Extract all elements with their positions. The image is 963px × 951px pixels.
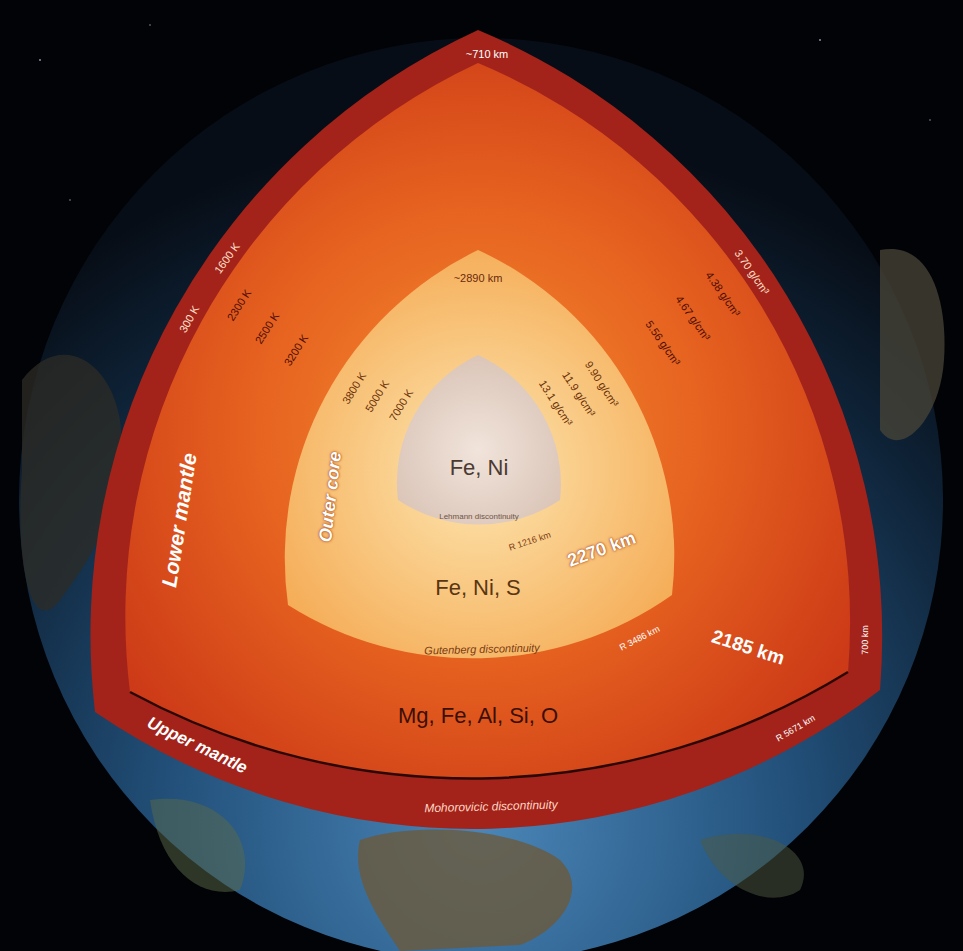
discontinuity-label: Lehmann discontinuity [439,513,519,522]
outer-core-layer: Outer coreFe, Ni, SFe, Ni [282,247,677,661]
density-label: 3.70 g/cm³ [733,247,773,297]
lower-mantle-layer: Lower mantleMg, Fe, Al, Si, OOuter coreF… [123,60,853,781]
density-label: 4.38 g/cm³ [703,269,743,319]
discontinuity-label: Mohorovicic discontinuity [425,799,559,816]
radius-label: R 1216 km [508,531,552,554]
density-label: 5.56 g/cm³ [643,318,683,368]
density-label: 4.67 g/cm³ [673,294,713,344]
temperature-label: 5000 K [363,378,392,414]
depth-label: ~710 km [466,48,509,60]
composition-label: Mg, Fe, Al, Si, O [398,704,558,728]
discontinuity-label: Gutenberg discontinuity [424,642,540,657]
radius-label: R 5671 km [775,714,818,745]
radius-label: R 3486 km [619,625,662,654]
composition-label: Fe, Ni [450,456,509,480]
thickness-label: 2185 km [709,626,787,669]
thickness-label: 2270 km [565,529,639,572]
layer-shape [90,30,882,829]
composition-label: Fe, Ni, S [435,576,521,600]
layer-shape [397,355,561,525]
temperature-label: 300 K [176,303,201,334]
temperature-label: 1600 K [212,240,242,275]
temperature-label: 2500 K [253,310,282,346]
thickness-label: 700 km [861,626,871,656]
temperature-label: 3200 K [281,332,310,368]
temperature-label: 2300 K [224,287,253,323]
inner-core-layer: Fe, Ni [394,353,563,527]
surface-line [130,672,848,778]
layer-outline [394,353,563,527]
layer-shape [125,63,850,778]
temperature-label: 3800 K [340,370,369,406]
depth-label: ~2890 km [454,272,503,284]
upper-mantle-layer: Upper mantleLower mantleMg, Fe, Al, Si, … [88,27,885,831]
layer-shape [285,250,675,658]
temperature-label: 7000 K [386,387,415,423]
